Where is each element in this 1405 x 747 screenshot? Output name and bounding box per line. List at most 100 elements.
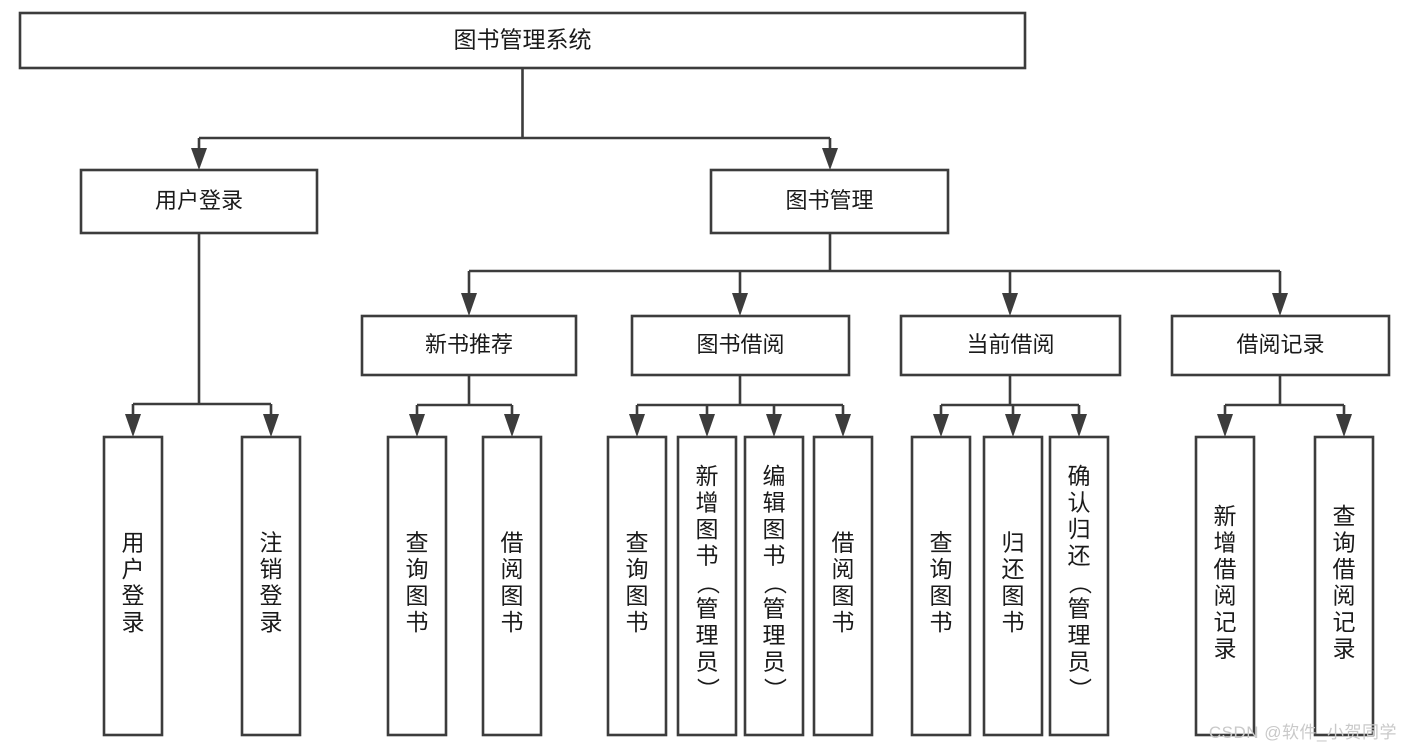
svg-text:（: （: [1067, 572, 1093, 595]
arrowhead-leaf-user-login: [125, 414, 141, 437]
node-user-login-label: 用户登录: [155, 188, 243, 213]
svg-text:查: 查: [930, 529, 953, 555]
node-book-borrow-box[interactable]: [630, 314, 851, 377]
svg-text:注: 注: [260, 529, 283, 555]
leaf-node-label: 用户登录: [122, 529, 145, 635]
svg-text:书: 书: [406, 609, 429, 635]
svg-text:登: 登: [122, 582, 145, 608]
svg-text:图: 图: [763, 516, 786, 542]
svg-text:（: （: [695, 572, 721, 595]
svg-text:询: 询: [1333, 529, 1356, 555]
arrowhead-leaf-add-record: [1217, 414, 1233, 437]
leaf-node-box[interactable]: [102, 435, 164, 737]
arrowhead-new-books: [461, 293, 477, 316]
svg-text:还: 还: [1068, 543, 1091, 569]
svg-text:管: 管: [696, 596, 719, 622]
arrowhead-leaf-edit-book: [766, 414, 782, 437]
leaf-node-box[interactable]: [910, 435, 972, 737]
node-book-manage[interactable]: 图书管理: [709, 168, 950, 235]
leaf-node-box[interactable]: [240, 435, 302, 737]
connector-bookborrow-to-leaves: [635, 375, 845, 422]
node-borrow-record[interactable]: 借阅记录: [1170, 314, 1391, 377]
svg-text:）: ）: [1067, 678, 1093, 701]
node-book-manage-box[interactable]: [709, 168, 950, 235]
svg-text:用: 用: [122, 529, 145, 555]
watermark-text: CSDN @软件_小贺同学: [1208, 723, 1397, 742]
leaf-node-box[interactable]: [1194, 435, 1256, 737]
node-root[interactable]: 图书管理系统: [18, 11, 1027, 70]
svg-text:查: 查: [406, 529, 429, 555]
node-book-borrow[interactable]: 图书借阅: [630, 314, 851, 377]
leaf-node-box[interactable]: [982, 435, 1044, 737]
node-new-books-box[interactable]: [360, 314, 578, 377]
svg-text:借: 借: [1214, 556, 1237, 582]
svg-text:归: 归: [1002, 529, 1025, 555]
svg-text:借: 借: [832, 529, 855, 555]
arrowhead-leaf-query-book-3: [933, 414, 949, 437]
leaf-node-box[interactable]: [1313, 435, 1375, 737]
arrowhead-book-borrow: [732, 293, 748, 316]
leaf-node-box[interactable]: [386, 435, 448, 737]
node-current-borrow-label: 当前借阅: [966, 332, 1054, 357]
leaf-node-box[interactable]: [1048, 435, 1110, 737]
svg-text:确: 确: [1068, 463, 1091, 489]
node-user-login[interactable]: 用户登录: [79, 168, 319, 235]
svg-text:增: 增: [696, 490, 719, 516]
svg-text:理: 理: [763, 622, 786, 648]
svg-text:（: （: [762, 572, 788, 595]
connector-layer: [125, 68, 1352, 437]
arrowhead-leaf-query-record: [1336, 414, 1352, 437]
node-current-borrow-box[interactable]: [899, 314, 1122, 377]
node-user-login-box[interactable]: [79, 168, 319, 235]
svg-text:阅: 阅: [1333, 582, 1356, 608]
svg-text:）: ）: [695, 678, 721, 701]
node-root-box[interactable]: [18, 11, 1027, 70]
svg-text:录: 录: [122, 609, 145, 635]
svg-text:员: 员: [763, 649, 786, 675]
svg-text:编: 编: [763, 463, 786, 489]
node-new-books[interactable]: 新书推荐: [360, 314, 578, 377]
leaf-node[interactable]: 用户登录: [102, 435, 164, 737]
svg-text:录: 录: [260, 609, 283, 635]
arrowhead-current-borrow: [1002, 293, 1018, 316]
svg-text:归: 归: [1068, 516, 1091, 542]
node-borrow-record-box[interactable]: [1170, 314, 1391, 377]
node-new-books-label: 新书推荐: [425, 332, 513, 357]
connector-currentborrow-to-leaves: [939, 375, 1081, 422]
leaf-node-box[interactable]: [606, 435, 668, 737]
svg-text:辑: 辑: [763, 490, 786, 516]
leaf-node-box[interactable]: [812, 435, 874, 737]
leaf-node-box[interactable]: [481, 435, 543, 737]
leaf-node-layer: 用户登录注销登录查询图书借阅图书查询图书新增图书（管理员）编辑图书（管理员）借阅…: [102, 435, 1375, 737]
node-current-borrow[interactable]: 当前借阅: [899, 314, 1122, 377]
svg-text:借: 借: [1333, 556, 1356, 582]
leaf-node-box[interactable]: [676, 435, 738, 737]
svg-text:图: 图: [501, 582, 524, 608]
arrowhead-leaf-return-book: [1005, 414, 1021, 437]
svg-text:理: 理: [696, 622, 719, 648]
arrowhead-user-login: [191, 148, 207, 170]
leaf-node-box[interactable]: [743, 435, 805, 737]
svg-text:图: 图: [626, 582, 649, 608]
arrowhead-leaf-query-book-1: [409, 414, 425, 437]
